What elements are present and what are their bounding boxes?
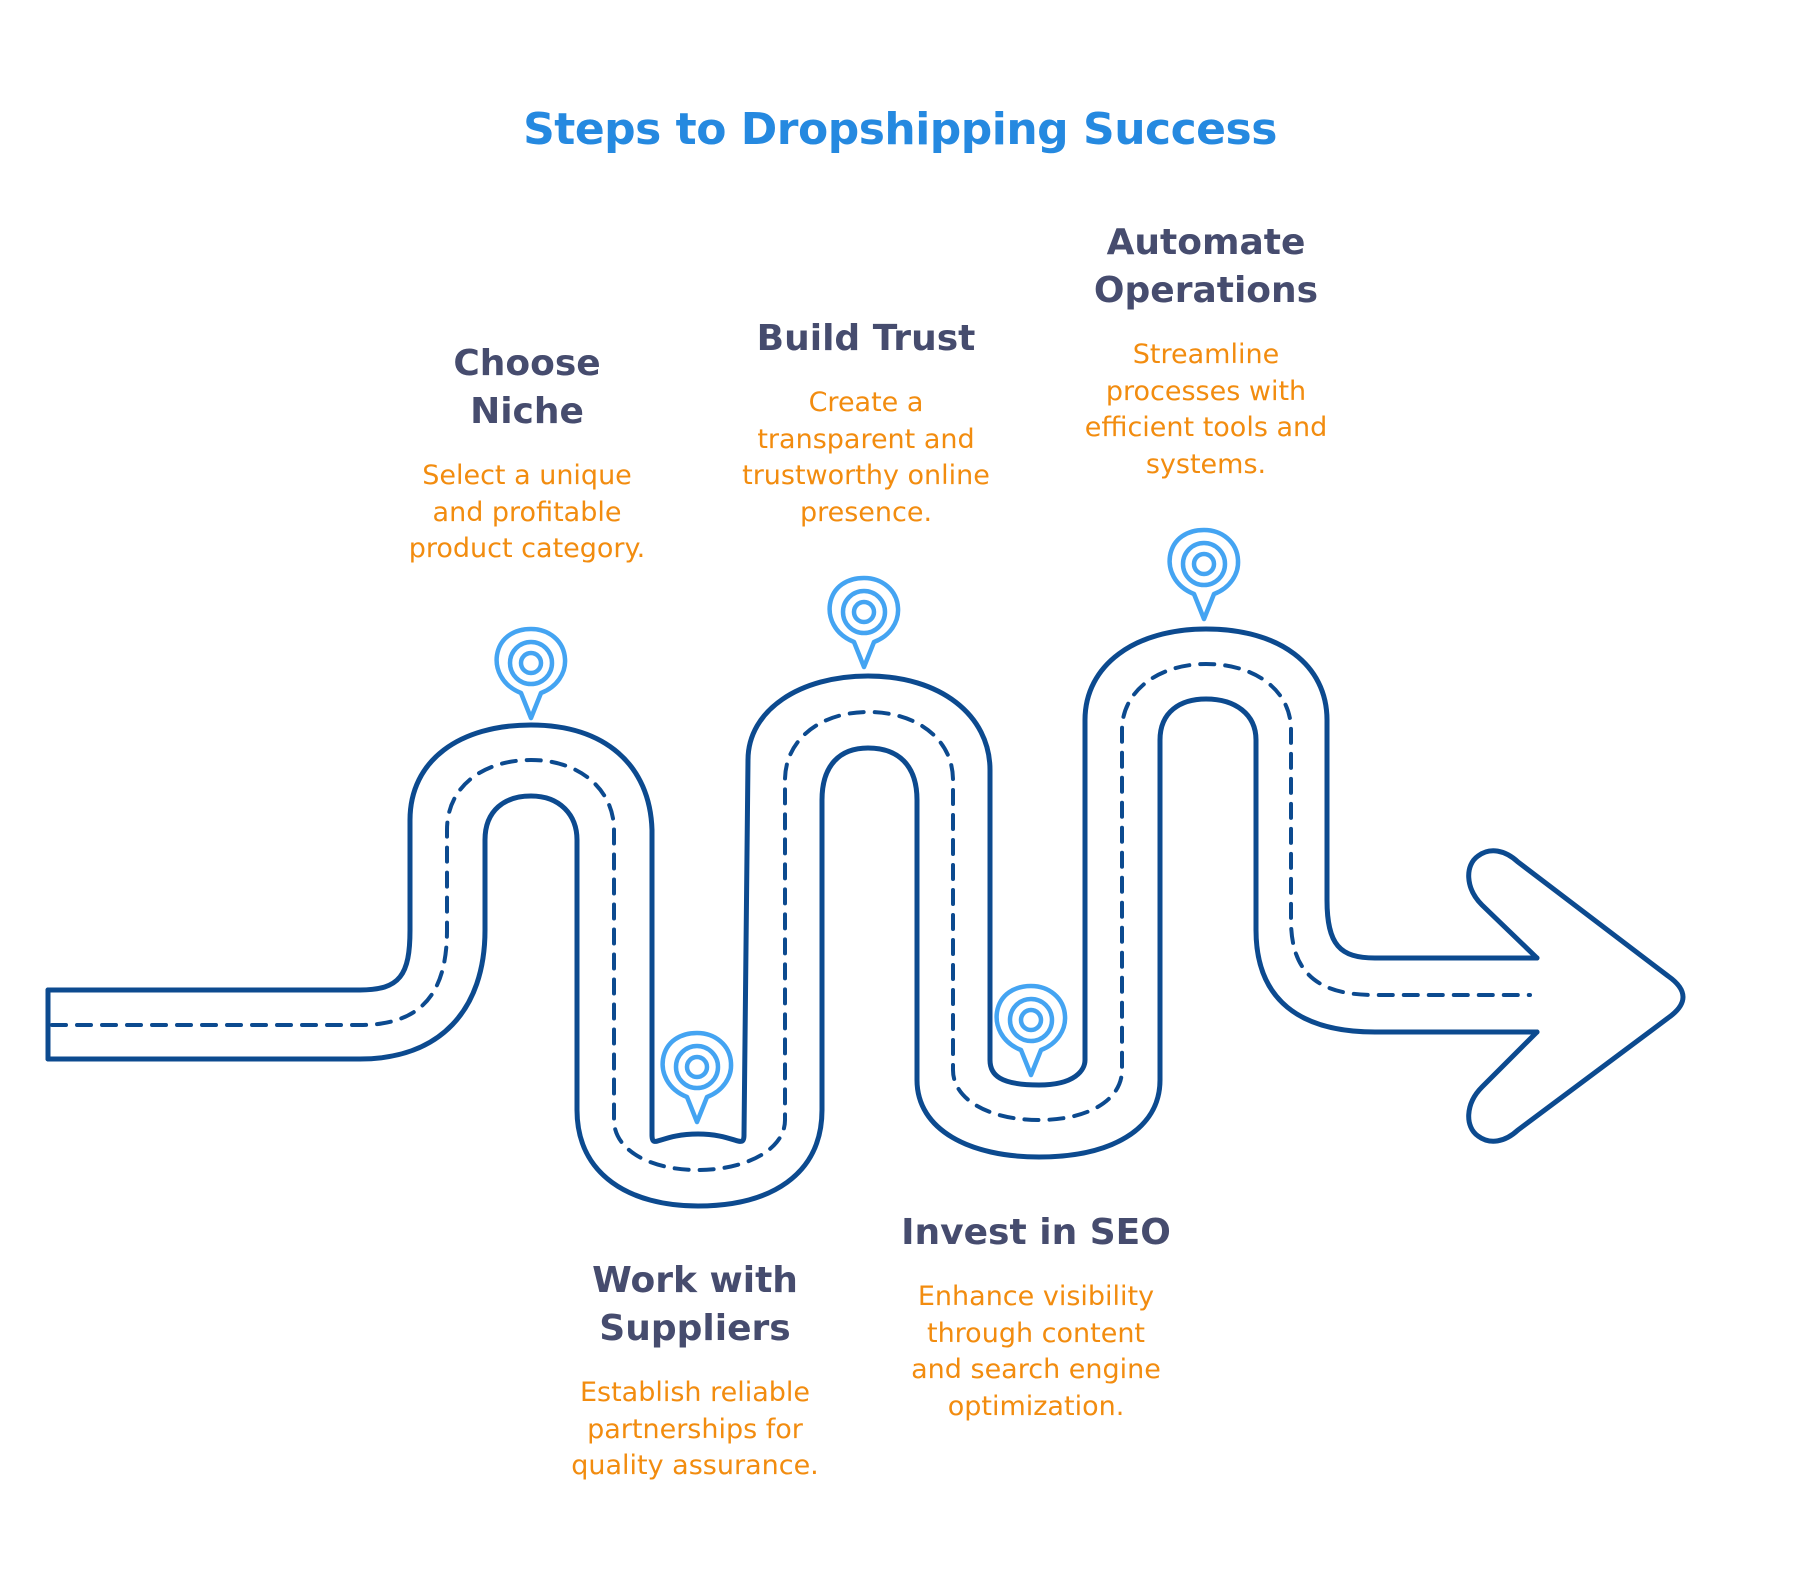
step-title: Automate Operations [1093, 222, 1319, 311]
diagram-title: Steps to Dropshipping Success [523, 104, 1277, 155]
road-centerline [50, 661, 1532, 1173]
location-pin-icon [494, 626, 568, 721]
step-work-with-suppliers: Work with Suppliers Establish reliable p… [571, 1257, 819, 1485]
arrowhead [1466, 848, 1686, 1144]
location-pin-icon [827, 575, 901, 670]
step-description: Enhance visibility through content and s… [911, 1281, 1161, 1422]
location-pin-icon [660, 1030, 734, 1125]
location-pin-icon [1167, 527, 1241, 622]
step-title: Work with Suppliers [592, 1260, 798, 1349]
road-edge-a [45, 626, 1540, 1144]
step-description: Establish reliable partnerships for qual… [571, 1377, 819, 1481]
step-description: Select a unique and profitable product c… [408, 460, 646, 564]
step-title: Build Trust [756, 318, 976, 359]
step-automate-operations: Automate Operations Streamline processes… [1085, 219, 1328, 483]
location-pin-icon [994, 983, 1068, 1078]
step-title: Choose Niche [453, 343, 601, 432]
step-choose-niche: Choose Niche Select a unique and profita… [409, 340, 646, 568]
step-title: Invest in SEO [901, 1212, 1171, 1253]
step-build-trust: Build Trust Create a transparent and tru… [742, 315, 990, 531]
step-invest-in-seo: Invest in SEO Enhance visibility through… [901, 1209, 1171, 1425]
step-description: Create a transparent and trustworthy onl… [742, 387, 990, 528]
road-edge-b [45, 696, 1540, 1209]
step-description: Streamline processes with efficient tool… [1084, 339, 1328, 480]
